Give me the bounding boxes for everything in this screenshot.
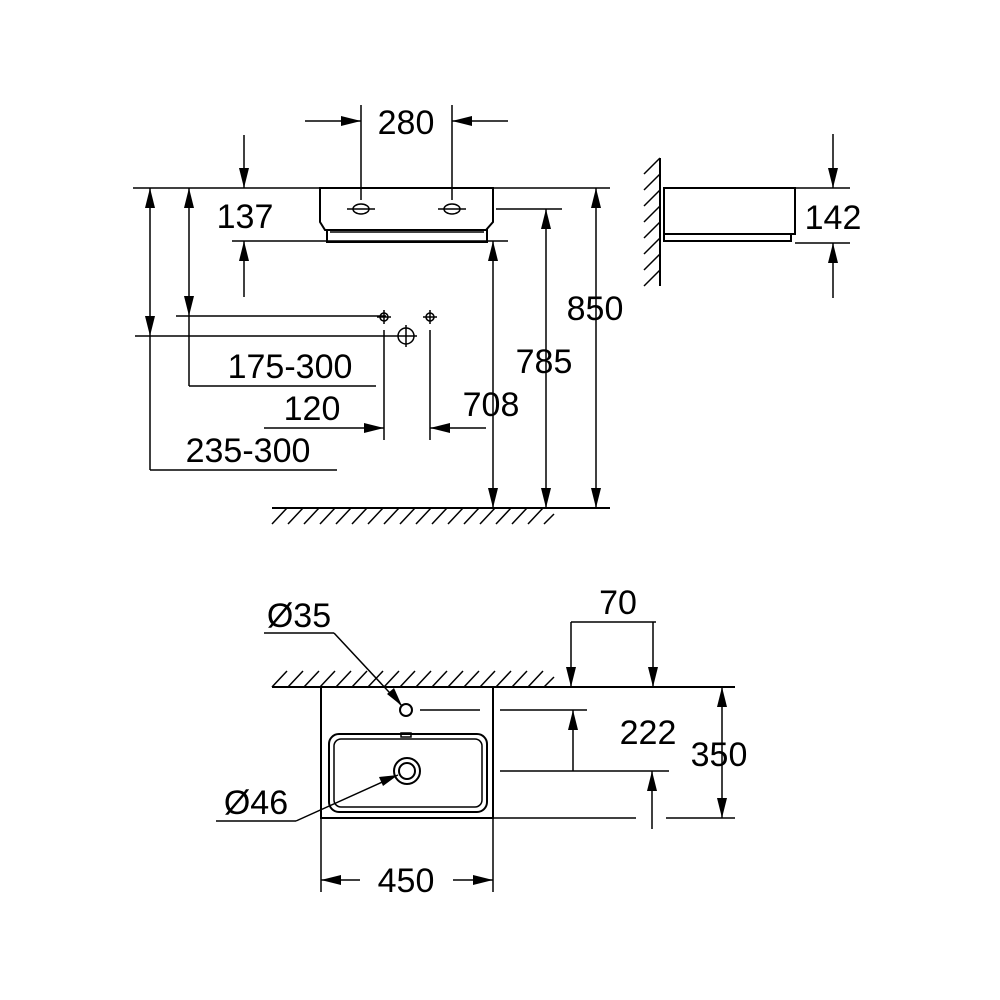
dim-235-300: 235-300 xyxy=(135,188,395,471)
plan-view: Ø35 Ø46 70 222 xyxy=(216,584,747,900)
dim-175-300-label: 175-300 xyxy=(228,348,353,386)
dim-280-label: 280 xyxy=(378,104,435,142)
dim-175-300: 175-300 xyxy=(176,188,386,387)
dim-120: 120 xyxy=(264,330,486,440)
plan-bowl-inner xyxy=(333,738,483,808)
side-basin-body xyxy=(663,187,796,235)
floor-line xyxy=(271,507,610,525)
plan-basin-outline xyxy=(320,686,494,819)
dim-diameter-46: Ø46 xyxy=(216,774,399,822)
dim-diameter-35: Ø35 xyxy=(264,597,403,707)
dim-diameter-46-label: Ø46 xyxy=(224,784,288,822)
dim-137-label: 137 xyxy=(217,198,274,236)
dim-280: 280 xyxy=(305,104,508,200)
dim-450-label: 450 xyxy=(378,862,435,900)
side-basin-base xyxy=(663,233,792,242)
supply-point-left xyxy=(377,310,391,324)
overflow-slot xyxy=(400,732,412,738)
plan-wall-line xyxy=(271,670,735,688)
dim-350: 350 xyxy=(691,687,748,818)
dim-70-label: 70 xyxy=(599,584,637,622)
dim-708-label: 708 xyxy=(463,386,520,424)
dim-120-label: 120 xyxy=(284,390,341,428)
drain xyxy=(393,757,421,785)
dim-235-300-label: 235-300 xyxy=(186,432,311,470)
dim-850: 850 xyxy=(567,188,624,508)
dim-708: 708 xyxy=(463,241,520,508)
dim-350-label: 350 xyxy=(691,736,748,774)
drain-point xyxy=(395,325,417,347)
dim-142-label: 142 xyxy=(805,199,862,237)
tap-hole-right xyxy=(438,203,466,215)
dim-785-label: 785 xyxy=(516,343,573,381)
tap-hole xyxy=(399,703,413,717)
dim-137: 137 xyxy=(217,135,274,297)
supply-point-right xyxy=(423,310,437,324)
basin-front-base xyxy=(326,229,488,243)
dim-222: 222 xyxy=(568,710,676,829)
basin-front-outline xyxy=(319,187,494,231)
dim-785: 785 xyxy=(516,209,573,508)
side-elevation-view: 142 xyxy=(643,134,862,298)
side-wall-hatch xyxy=(643,157,661,287)
dim-142: 142 xyxy=(805,134,862,298)
tap-hole-left xyxy=(347,203,375,215)
front-elevation-view: 280 137 235-300 xyxy=(133,104,624,525)
dim-70: 70 xyxy=(566,584,658,687)
dim-850-label: 850 xyxy=(567,290,624,328)
dim-450: 450 xyxy=(320,818,494,900)
plan-bowl xyxy=(328,733,488,813)
dim-diameter-35-label: Ø35 xyxy=(267,597,331,635)
dim-222-label: 222 xyxy=(620,714,677,752)
